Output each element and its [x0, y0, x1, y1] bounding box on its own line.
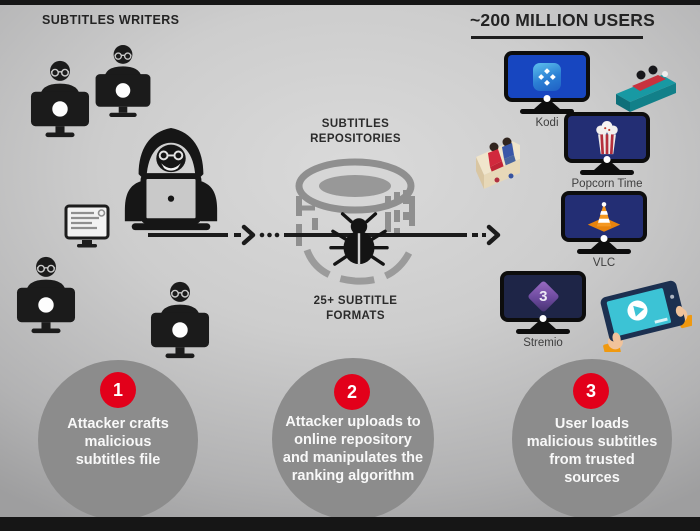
step-number-badge: 3	[573, 373, 609, 409]
writer-at-computer-icon	[14, 256, 78, 334]
users-title-underline	[471, 36, 643, 39]
popcorn-time-player-icon: Popcorn Time	[564, 112, 650, 190]
monitor-base	[577, 249, 631, 254]
users-title: ~200 MILLION USERS	[470, 10, 655, 30]
subtitles-writers-title: SUBTITLES WRITERS	[42, 13, 180, 27]
monitor-stand	[534, 102, 560, 109]
monitor-frame	[504, 51, 590, 102]
step-description: User loads malicious subtitles from trus…	[526, 416, 658, 486]
step-description: Attacker uploads to online repository an…	[282, 414, 424, 484]
writer-at-computer-icon	[93, 44, 153, 118]
hacker-with-laptop-icon	[124, 127, 218, 231]
formats-label: 25+ SUBTITLE FORMATS	[313, 295, 398, 322]
monitor-frame	[561, 191, 647, 242]
tablet-viewer-icon	[600, 280, 692, 352]
couch-viewers-icon	[476, 137, 520, 189]
kodi-logo-icon	[533, 62, 561, 91]
step-number: 1	[112, 379, 123, 400]
stremio-screen-number: 3	[538, 288, 548, 305]
monitor-frame	[564, 112, 650, 163]
monitor-base	[520, 109, 574, 114]
kodi-player-icon: Kodi	[504, 51, 590, 129]
monitor-power-dot	[600, 235, 608, 242]
monitor-power-dot	[543, 95, 551, 102]
writer-at-computer-icon	[28, 60, 92, 138]
player-label: Popcorn Time	[571, 178, 643, 190]
monitor-base	[580, 170, 634, 175]
monitor-power-dot	[539, 315, 547, 322]
monitor-frame: 3	[500, 271, 586, 322]
player-label: VLC	[592, 257, 616, 269]
step-number: 3	[585, 380, 596, 401]
popcorn-bucket-icon	[596, 120, 618, 154]
step-number: 2	[346, 381, 357, 402]
vlc-player-icon: VLC	[561, 191, 647, 269]
malware-bug-icon	[329, 212, 389, 266]
monitor-stand	[594, 163, 620, 170]
stremio-player-icon: 3 Stremio	[500, 271, 586, 349]
monitor-power-dot	[603, 156, 611, 163]
step-number-badge: 1	[100, 372, 136, 408]
monitor-stand	[591, 242, 617, 249]
step-number-badge: 2	[334, 374, 370, 410]
player-label: Kodi	[535, 117, 559, 129]
player-label: Stremio	[523, 337, 563, 349]
subtitle-file-monitor-icon	[64, 204, 110, 248]
stremio-logo-icon: 3	[526, 280, 560, 313]
bottom-border-bar	[0, 517, 700, 531]
step-description: Attacker crafts malicious subtitles file	[67, 416, 169, 468]
writer-at-computer-icon	[148, 281, 212, 359]
repositories-label: SUBTITLES REPOSITORIES	[310, 118, 401, 145]
monitor-base	[516, 329, 570, 334]
flow-arrow-icon	[148, 224, 501, 246]
cinema-seats-icon	[616, 65, 676, 112]
top-border-bar	[0, 0, 700, 5]
monitor-stand	[530, 322, 556, 329]
vlc-cone-icon	[587, 202, 621, 232]
